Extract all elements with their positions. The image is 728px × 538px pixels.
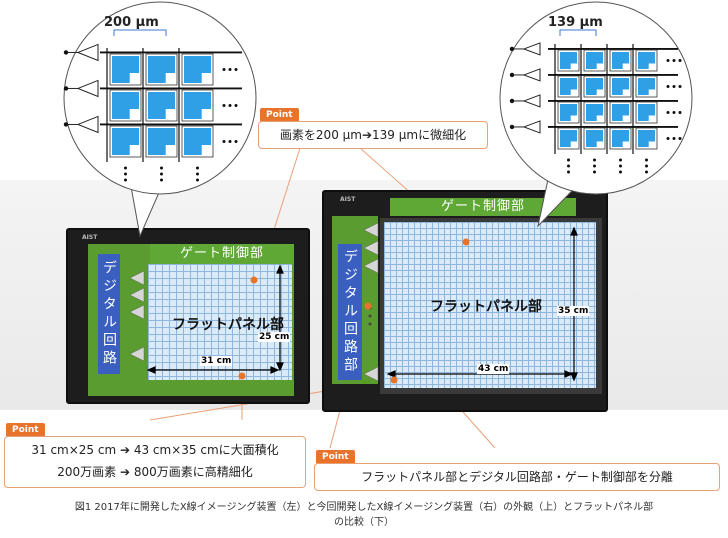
point-area-line1: 31 cm×25 cm ➔ 43 cm×35 cmに大面積化 [31,443,279,457]
point-area-box: 31 cm×25 cm ➔ 43 cm×35 cmに大面積化 200万画素 ➔ … [4,436,306,488]
left-panel-dot [238,372,246,380]
right-pixel-bubble [499,1,693,228]
right-device-overlay [363,222,578,384]
right-height-dimension: 35 cm [557,306,590,316]
point-tag-area: Point [6,423,45,437]
point-separation-text: フラットパネル部とデジタル回路部・ゲート制御部を分離 [361,470,673,484]
left-flat-panel [148,264,292,380]
left-gate-driver-icon [129,346,145,362]
point-pixel-box: 画素を200 μm➔139 μmに微細化 [258,121,488,149]
point-area-line2: 200万画素 ➔ 800万画素に高精細化 [57,465,253,479]
left-device-overlay [129,264,284,380]
right-panel-dot [462,238,470,246]
left-gate-control: ゲート制御部 [150,244,294,264]
left-gate-driver-icon [129,270,145,286]
right-device-logo: AIST [340,196,356,203]
left-height-dimension: 25 cm [258,332,291,342]
right-digital-dot [364,302,372,310]
left-panel-label: フラットパネル部 [172,317,284,333]
right-pixel-pitch: 139 μm [548,15,603,30]
right-width-dimension: 43 cm [477,364,510,374]
gate-driver-icon [76,79,99,98]
gate-driver-icon [522,94,541,108]
gate-driver-icon [522,120,541,134]
right-gate-driver-icon [363,240,379,256]
gate-driver-icon [76,115,99,134]
left-pixel-bubble [63,1,257,238]
right-gate-driver-icon [363,222,379,238]
caption-line2: の比較（下） [334,517,394,528]
gate-driver-icon [76,43,99,62]
left-gate-driver-icon [129,287,145,303]
right-flat-panel [384,222,596,388]
point-tag-separation: Point [316,450,355,464]
gate-driver-icon [522,68,541,82]
left-pixel-pitch: 200 μm [104,15,159,30]
point-tag-pixel: Point [260,108,299,122]
caption-line1: 図1 2017年に開発したX線イメージング装置（左）と今回開発したX線イメージン… [74,502,654,513]
right-gate-control: ゲート制御部 [390,198,576,216]
left-device-logo: AIST [82,234,98,241]
point-pixel-text: 画素を200 μm➔139 μmに微細化 [279,128,467,142]
figure-caption: 図1 2017年に開発したX線イメージング装置（左）と今回開発したX線イメージン… [0,500,728,530]
point-separation-box: フラットパネル部とデジタル回路部・ゲート制御部を分離 [314,463,720,491]
right-digital-circuit: デジタル回路部 [338,244,362,380]
gate-driver-icon [522,42,541,56]
left-digital-circuit: デジタル回路 [98,254,120,374]
right-panel-label: フラットパネル部 [430,299,542,315]
right-gate-driver-icon [363,258,379,274]
left-device: AIST ゲート制御部 デジタル回路 フラットパネル部 [66,228,310,404]
right-gate-driver-icon [363,366,379,382]
left-panel-dot [250,276,258,284]
left-gate-driver-icon [129,304,145,320]
left-width-dimension: 31 cm [200,356,233,366]
right-panel-dot [390,376,398,384]
